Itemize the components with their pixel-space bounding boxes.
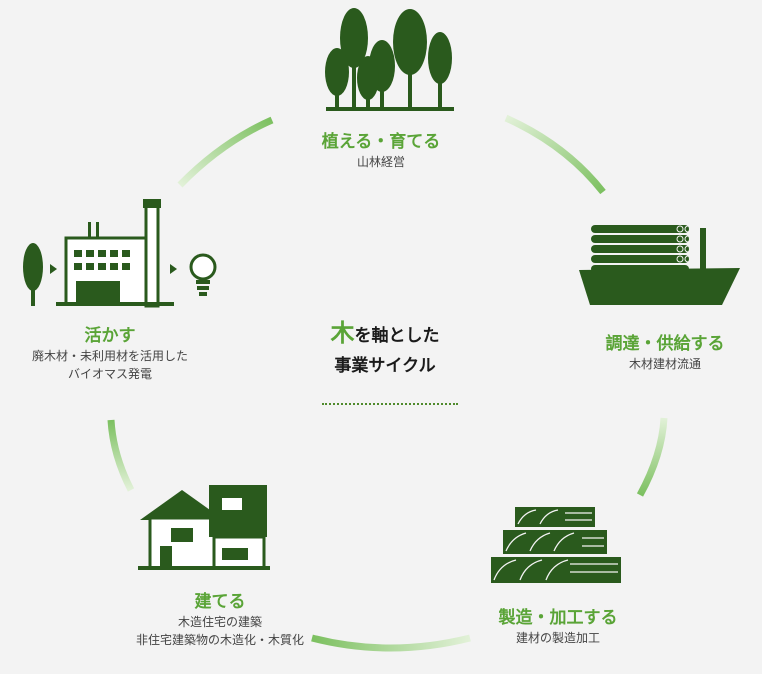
cargo-ship-icon — [579, 225, 740, 305]
node-title: 調達・供給する — [605, 334, 725, 354]
center-line-1: 木を軸とした — [300, 318, 470, 351]
log-ends — [676, 225, 692, 263]
node-subtitle: 廃木材・未利用材を活用した — [31, 349, 188, 363]
cycle-arc-1 — [177, 116, 274, 188]
center-dotted-divider — [322, 403, 458, 405]
node-subtitle: 木材建材流通 — [628, 357, 701, 371]
node-subtitle: 木造住宅の建築 — [177, 615, 262, 629]
cycle-arc-2 — [504, 114, 606, 195]
center-line-2: 事業サイクル — [334, 356, 436, 376]
node-subtitle: 山林経営 — [356, 155, 405, 169]
cycle-arc-3 — [636, 417, 668, 497]
node-subtitle: バイオマス発電 — [67, 367, 152, 381]
node-subtitle: 建材の製造加工 — [515, 631, 600, 645]
lumber-stack-icon — [491, 507, 621, 583]
forest-icon — [325, 8, 454, 111]
biomass-plant-icon — [23, 199, 217, 308]
node-utilize: 活かす 廃木材・未利用材を活用した バイオマス発電 — [10, 325, 210, 383]
center-accent: 木 — [330, 319, 355, 347]
cycle-arc-5 — [107, 419, 135, 492]
node-title: 建てる — [194, 592, 246, 612]
node-title: 活かす — [84, 326, 136, 346]
center-title: 木を軸とした 事業サイクル — [300, 318, 470, 381]
center-line-1-rest: を軸とした — [354, 326, 440, 346]
node-subtitle: 非住宅建築物の木造化・木質化 — [135, 633, 304, 647]
house-icon — [138, 485, 270, 570]
node-procure-supply: 調達・供給する 木材建材流通 — [570, 333, 760, 373]
node-title: 製造・加工する — [498, 608, 618, 628]
cycle-arc-4 — [311, 634, 471, 652]
node-plant-grow: 植える・育てる 山林経営 — [306, 131, 456, 171]
node-build: 建てる 木造住宅の建築 非住宅建築物の木造化・木質化 — [110, 591, 330, 649]
node-title: 植える・育てる — [321, 132, 441, 152]
node-manufacture-process: 製造・加工する 建材の製造加工 — [468, 607, 648, 647]
